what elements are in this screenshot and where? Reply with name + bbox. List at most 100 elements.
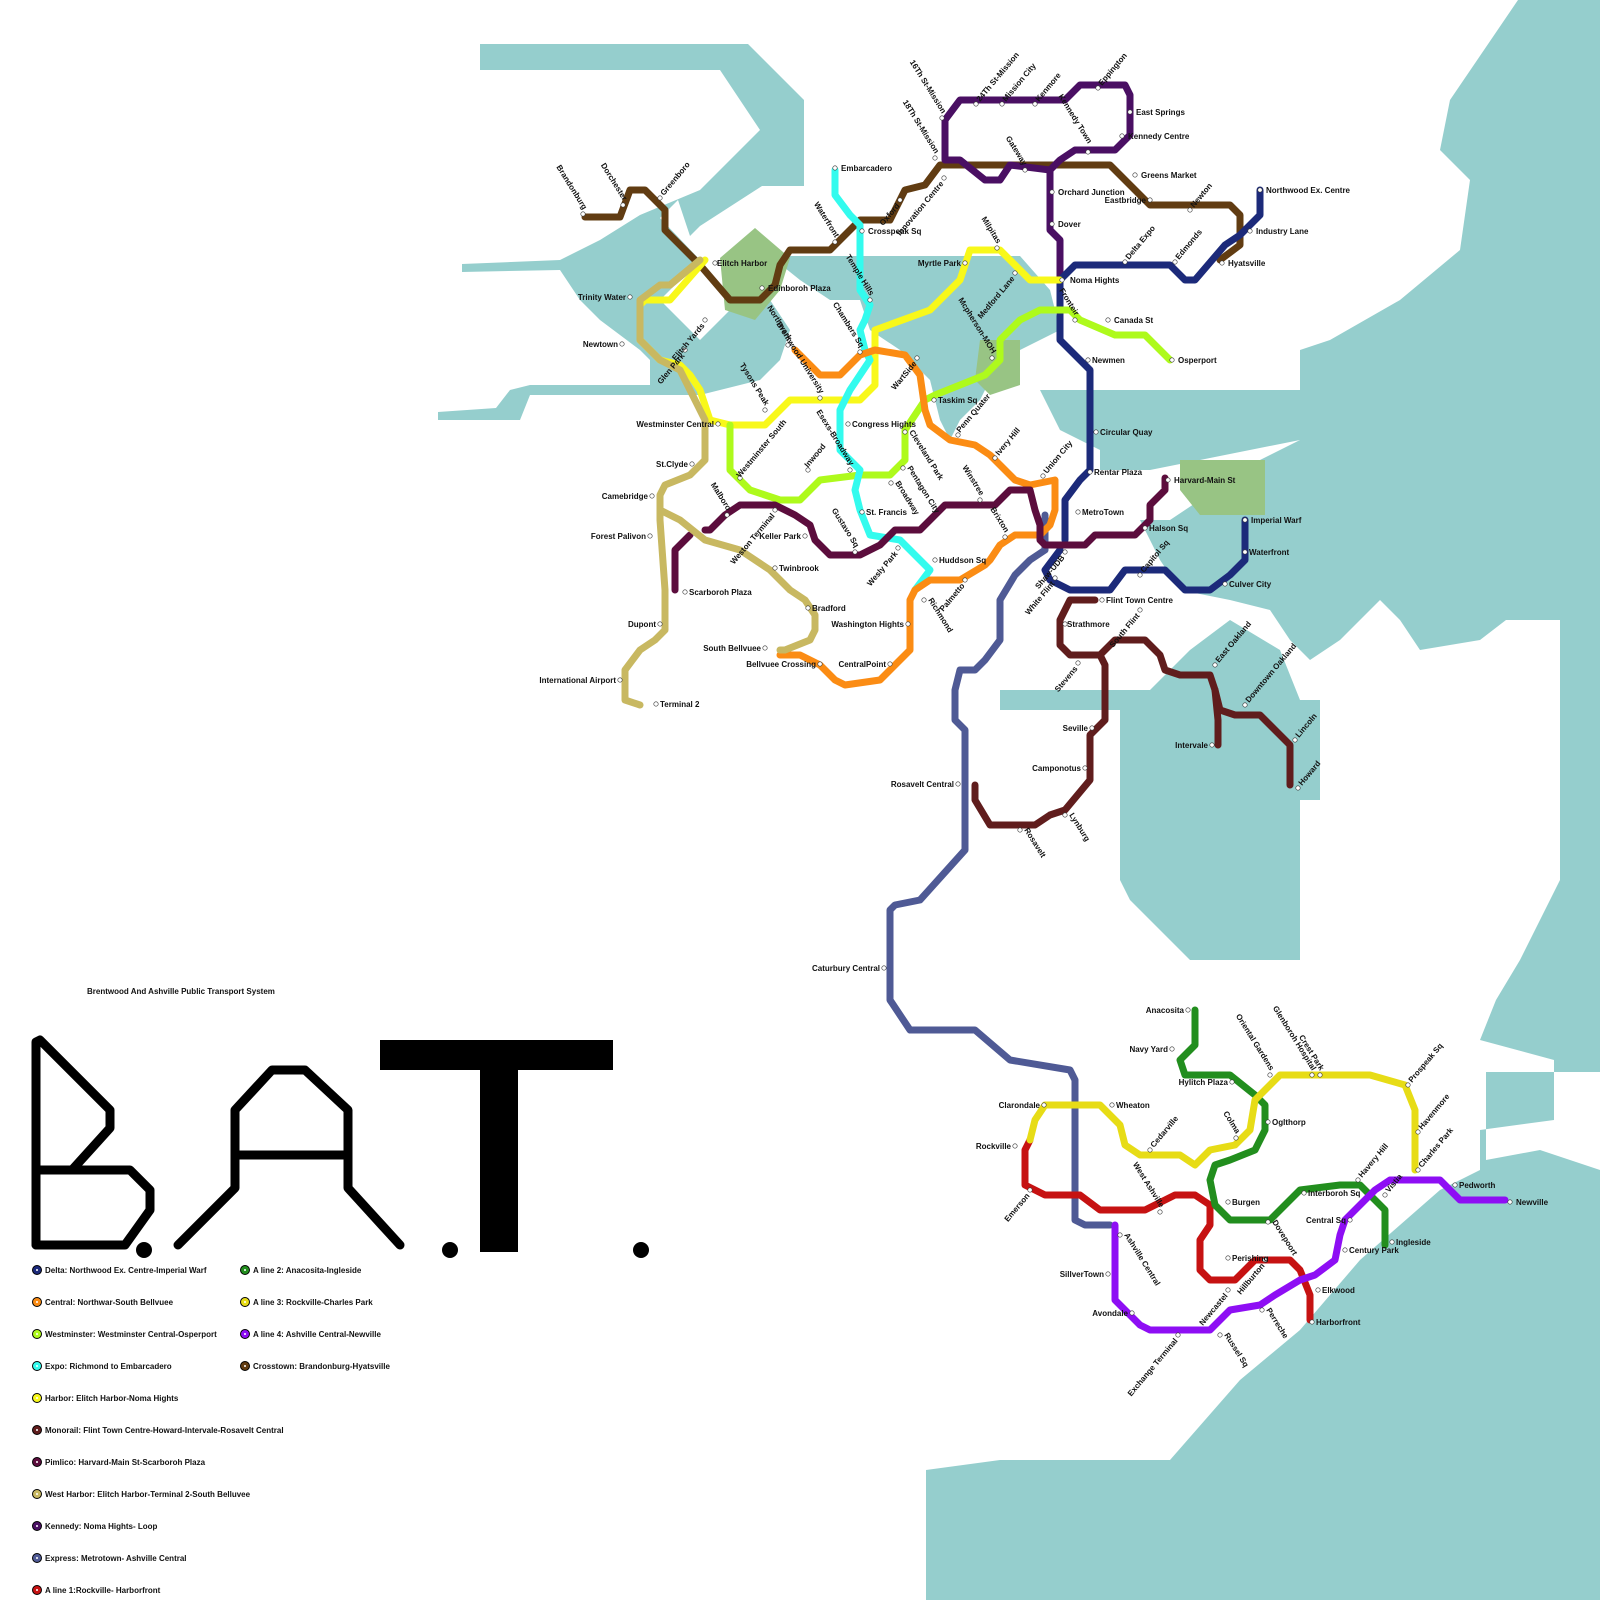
station-marker[interactable] bbox=[1406, 1083, 1410, 1087]
station-marker[interactable] bbox=[1220, 261, 1224, 265]
station-marker[interactable] bbox=[1508, 1200, 1512, 1204]
station-marker[interactable] bbox=[1123, 260, 1127, 264]
station-marker[interactable] bbox=[889, 481, 893, 485]
station-marker[interactable] bbox=[628, 295, 632, 299]
station-marker[interactable] bbox=[1050, 190, 1054, 194]
station-marker[interactable] bbox=[963, 261, 967, 265]
station-marker[interactable] bbox=[846, 422, 850, 426]
station-marker[interactable] bbox=[1042, 1103, 1046, 1107]
station-marker[interactable] bbox=[1166, 478, 1170, 482]
station-marker[interactable] bbox=[1188, 208, 1192, 212]
station-marker[interactable] bbox=[1130, 1311, 1134, 1315]
station-marker[interactable] bbox=[1318, 1073, 1322, 1077]
station-marker[interactable] bbox=[903, 430, 907, 434]
station-marker[interactable] bbox=[1176, 1333, 1180, 1337]
station-marker[interactable] bbox=[1243, 703, 1247, 707]
station-marker[interactable] bbox=[1226, 1256, 1230, 1260]
station-marker[interactable] bbox=[683, 590, 687, 594]
station-marker[interactable] bbox=[1416, 1130, 1420, 1134]
station-marker[interactable] bbox=[1453, 1183, 1457, 1187]
station-marker[interactable] bbox=[1120, 134, 1124, 138]
station-marker[interactable] bbox=[833, 240, 837, 244]
station-marker[interactable] bbox=[806, 606, 810, 610]
station-marker[interactable] bbox=[581, 212, 585, 216]
station-marker[interactable] bbox=[1060, 278, 1064, 282]
station-marker[interactable] bbox=[915, 356, 919, 360]
station-marker[interactable] bbox=[1118, 1233, 1122, 1237]
station-marker[interactable] bbox=[1302, 1191, 1306, 1195]
station-marker[interactable] bbox=[725, 513, 729, 517]
station-marker[interactable] bbox=[1083, 766, 1087, 770]
station-marker[interactable] bbox=[1063, 550, 1067, 554]
station-marker[interactable] bbox=[858, 350, 862, 354]
station-marker[interactable] bbox=[1013, 271, 1017, 275]
station-marker[interactable] bbox=[1343, 1248, 1347, 1252]
station-marker[interactable] bbox=[1096, 86, 1100, 90]
station-marker[interactable] bbox=[1063, 813, 1067, 817]
station-marker[interactable] bbox=[922, 598, 926, 602]
station-marker[interactable] bbox=[978, 498, 982, 502]
station-marker[interactable] bbox=[1133, 173, 1137, 177]
station-marker[interactable] bbox=[1226, 1200, 1230, 1204]
station-marker[interactable] bbox=[1310, 1320, 1314, 1324]
station-marker[interactable] bbox=[716, 422, 720, 426]
station-marker[interactable] bbox=[1356, 1178, 1360, 1182]
station-marker[interactable] bbox=[1023, 168, 1027, 172]
station-marker[interactable] bbox=[1028, 1188, 1032, 1192]
station-marker[interactable] bbox=[1234, 1136, 1238, 1140]
station-marker[interactable] bbox=[1013, 1144, 1017, 1148]
station-marker[interactable] bbox=[853, 550, 857, 554]
station-marker[interactable] bbox=[906, 622, 910, 626]
station-marker[interactable] bbox=[1218, 1333, 1222, 1337]
station-marker[interactable] bbox=[648, 534, 652, 538]
station-marker[interactable] bbox=[1416, 1168, 1420, 1172]
station-marker[interactable] bbox=[993, 456, 997, 460]
station-marker[interactable] bbox=[658, 622, 662, 626]
station-marker[interactable] bbox=[618, 678, 622, 682]
station-marker[interactable] bbox=[1128, 110, 1132, 114]
station-marker[interactable] bbox=[690, 462, 694, 466]
station-marker[interactable] bbox=[990, 356, 994, 360]
station-marker[interactable] bbox=[658, 196, 662, 200]
station-marker[interactable] bbox=[1226, 1288, 1230, 1292]
station-marker[interactable] bbox=[763, 408, 767, 412]
station-marker[interactable] bbox=[1310, 1073, 1314, 1077]
station-marker[interactable] bbox=[1316, 1288, 1320, 1292]
station-marker[interactable] bbox=[942, 176, 946, 180]
station-marker[interactable] bbox=[940, 116, 944, 120]
station-marker[interactable] bbox=[1090, 726, 1094, 730]
station-marker[interactable] bbox=[1086, 150, 1090, 154]
station-marker[interactable] bbox=[933, 558, 937, 562]
station-marker[interactable] bbox=[1268, 1073, 1272, 1077]
station-marker[interactable] bbox=[654, 702, 658, 706]
station-marker[interactable] bbox=[1033, 102, 1037, 106]
station-marker[interactable] bbox=[1158, 1210, 1162, 1214]
station-marker[interactable] bbox=[882, 966, 886, 970]
station-marker[interactable] bbox=[1094, 430, 1098, 434]
station-marker[interactable] bbox=[763, 646, 767, 650]
station-marker[interactable] bbox=[860, 510, 864, 514]
station-marker[interactable] bbox=[1143, 526, 1147, 530]
station-marker[interactable] bbox=[1106, 1272, 1110, 1276]
station-marker[interactable] bbox=[974, 102, 978, 106]
station-marker[interactable] bbox=[1170, 1047, 1174, 1051]
station-marker[interactable] bbox=[888, 662, 892, 666]
station-marker[interactable] bbox=[898, 198, 902, 202]
station-marker[interactable] bbox=[1170, 358, 1174, 362]
station-marker[interactable] bbox=[1266, 1120, 1270, 1124]
station-marker[interactable] bbox=[1041, 474, 1045, 478]
station-marker[interactable] bbox=[1293, 738, 1297, 742]
station-marker[interactable] bbox=[1148, 1148, 1152, 1152]
station-marker[interactable] bbox=[1018, 828, 1022, 832]
station-marker[interactable] bbox=[1100, 598, 1104, 602]
station-marker[interactable] bbox=[901, 466, 905, 470]
station-marker[interactable] bbox=[773, 508, 777, 512]
station-marker[interactable] bbox=[1223, 582, 1227, 586]
station-marker[interactable] bbox=[1106, 318, 1110, 322]
station-marker[interactable] bbox=[1086, 358, 1090, 362]
station-marker[interactable] bbox=[1003, 535, 1007, 539]
station-marker[interactable] bbox=[933, 156, 937, 160]
station-marker[interactable] bbox=[620, 342, 624, 346]
station-marker[interactable] bbox=[1243, 550, 1247, 554]
station-marker[interactable] bbox=[868, 298, 872, 302]
